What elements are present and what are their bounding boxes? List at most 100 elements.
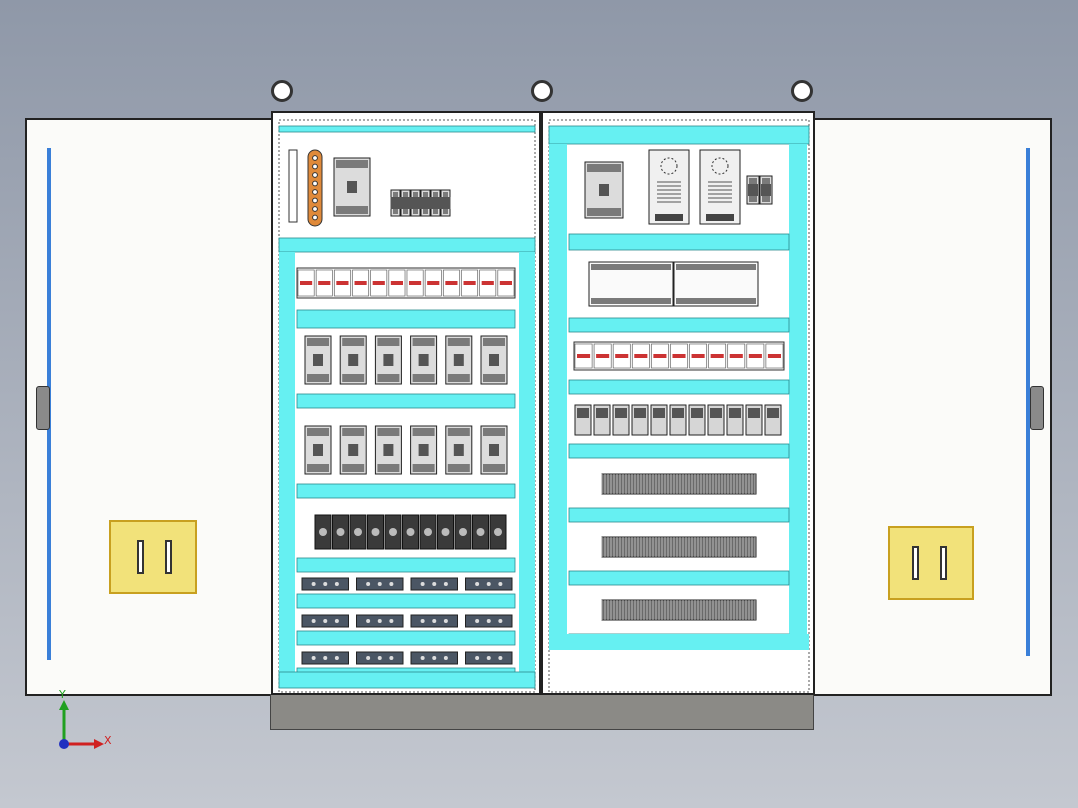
din-block-screw bbox=[323, 656, 328, 660]
handle-pocket-right[interactable] bbox=[888, 526, 974, 600]
terminal-marker bbox=[427, 281, 440, 285]
module-bottom-terminals bbox=[342, 374, 365, 382]
din-rail bbox=[568, 443, 790, 459]
terminal-marker bbox=[596, 354, 610, 358]
din-block-screw bbox=[475, 582, 480, 586]
din-rail bbox=[549, 634, 809, 650]
relay-knob bbox=[441, 528, 450, 536]
terminal-marker bbox=[691, 354, 705, 358]
wire-duct-left bbox=[549, 144, 567, 634]
module-top-terminals bbox=[587, 164, 621, 172]
din-block-screw bbox=[443, 656, 448, 660]
terminal-marker bbox=[672, 354, 686, 358]
din-block-screw bbox=[311, 619, 316, 623]
relay-knob bbox=[389, 528, 397, 536]
busbar-terminal bbox=[312, 214, 318, 221]
din-block-screw bbox=[389, 582, 394, 586]
module-top-terminals bbox=[762, 178, 770, 186]
relay-knob bbox=[336, 528, 345, 536]
module-bottom-terminals bbox=[403, 206, 408, 214]
relay-top bbox=[748, 408, 760, 418]
relay-top bbox=[577, 408, 589, 418]
cabinet-plinth bbox=[270, 694, 814, 730]
din-block-screw bbox=[323, 619, 328, 623]
din-block-screw bbox=[334, 656, 339, 660]
module-bottom-terminals bbox=[433, 206, 438, 214]
power-supply bbox=[648, 149, 690, 225]
relay-knob bbox=[424, 528, 432, 536]
busbar-terminal bbox=[312, 180, 318, 187]
module-top-terminals bbox=[336, 160, 368, 168]
terminal-row bbox=[296, 267, 516, 299]
busbar-terminal bbox=[312, 189, 318, 195]
module-face bbox=[347, 181, 357, 193]
module-bottom-terminals bbox=[749, 194, 757, 202]
handle-pocket-left[interactable] bbox=[109, 520, 197, 594]
module-face bbox=[748, 184, 758, 196]
terminal-marker bbox=[653, 354, 667, 358]
lifting-eye-icon bbox=[531, 80, 553, 102]
din-block-screw bbox=[366, 582, 371, 586]
module-face bbox=[418, 354, 429, 366]
left-door[interactable] bbox=[25, 118, 275, 696]
right-door[interactable] bbox=[806, 118, 1052, 696]
din-rail bbox=[296, 593, 516, 609]
din-block-screw bbox=[323, 582, 328, 586]
relay-knob bbox=[319, 528, 327, 536]
relay-knob bbox=[476, 528, 485, 536]
module-bottom-terminals bbox=[342, 464, 365, 472]
module-top-terminals bbox=[483, 428, 505, 436]
busbar-terminal bbox=[312, 206, 318, 212]
terminal-marker bbox=[577, 354, 591, 358]
terminal-strip bbox=[601, 599, 757, 621]
psu-terminal bbox=[655, 214, 683, 221]
plc-top-terminals bbox=[591, 264, 671, 270]
din-block-screw bbox=[377, 582, 382, 586]
module-bottom-terminals bbox=[307, 374, 329, 382]
relay-top bbox=[634, 408, 646, 418]
din-block-screw bbox=[443, 582, 448, 586]
module-face bbox=[430, 197, 441, 209]
relay-top bbox=[710, 408, 722, 418]
din-block-screw bbox=[498, 582, 503, 586]
module-face bbox=[383, 354, 394, 366]
din-block-screw bbox=[389, 656, 394, 660]
module-bottom-terminals bbox=[377, 374, 400, 382]
din-rail bbox=[296, 309, 516, 329]
terminal-marker bbox=[318, 281, 331, 285]
psu-fan bbox=[711, 157, 729, 175]
wire-duct-right bbox=[789, 144, 807, 634]
din-rail bbox=[296, 557, 516, 573]
module-face bbox=[599, 184, 609, 196]
door-handle-icon[interactable] bbox=[36, 386, 50, 430]
din-block-screw bbox=[334, 619, 339, 623]
din-rail bbox=[568, 317, 790, 333]
module-top-terminals bbox=[412, 338, 435, 346]
din-block-screw bbox=[389, 619, 394, 623]
lifting-eye-icon bbox=[271, 80, 293, 102]
terminal-marker bbox=[767, 354, 781, 358]
din-rail bbox=[568, 233, 790, 251]
module-face bbox=[313, 354, 323, 366]
module-top-terminals bbox=[403, 192, 408, 200]
module-face bbox=[400, 197, 411, 209]
din-block-screw bbox=[432, 619, 437, 623]
module-bottom-terminals bbox=[447, 464, 470, 472]
module-top-terminals bbox=[393, 192, 398, 200]
door-handle-icon[interactable] bbox=[1030, 386, 1044, 430]
relay-knob bbox=[354, 528, 362, 536]
terminal-marker bbox=[729, 354, 743, 358]
din-block-screw bbox=[486, 619, 491, 623]
terminal-strip bbox=[601, 536, 757, 558]
busbar-terminal bbox=[312, 155, 318, 161]
module-bottom-terminals bbox=[307, 464, 329, 472]
module-top-terminals bbox=[307, 338, 329, 346]
relay-top bbox=[596, 408, 608, 418]
module-top-terminals bbox=[413, 192, 418, 200]
terminal-marker bbox=[390, 281, 403, 285]
relay-knob bbox=[459, 528, 467, 536]
pocket-slot bbox=[137, 540, 144, 574]
terminal-marker bbox=[615, 354, 629, 358]
module-top-terminals bbox=[307, 428, 329, 436]
terminal-marker bbox=[634, 354, 648, 358]
